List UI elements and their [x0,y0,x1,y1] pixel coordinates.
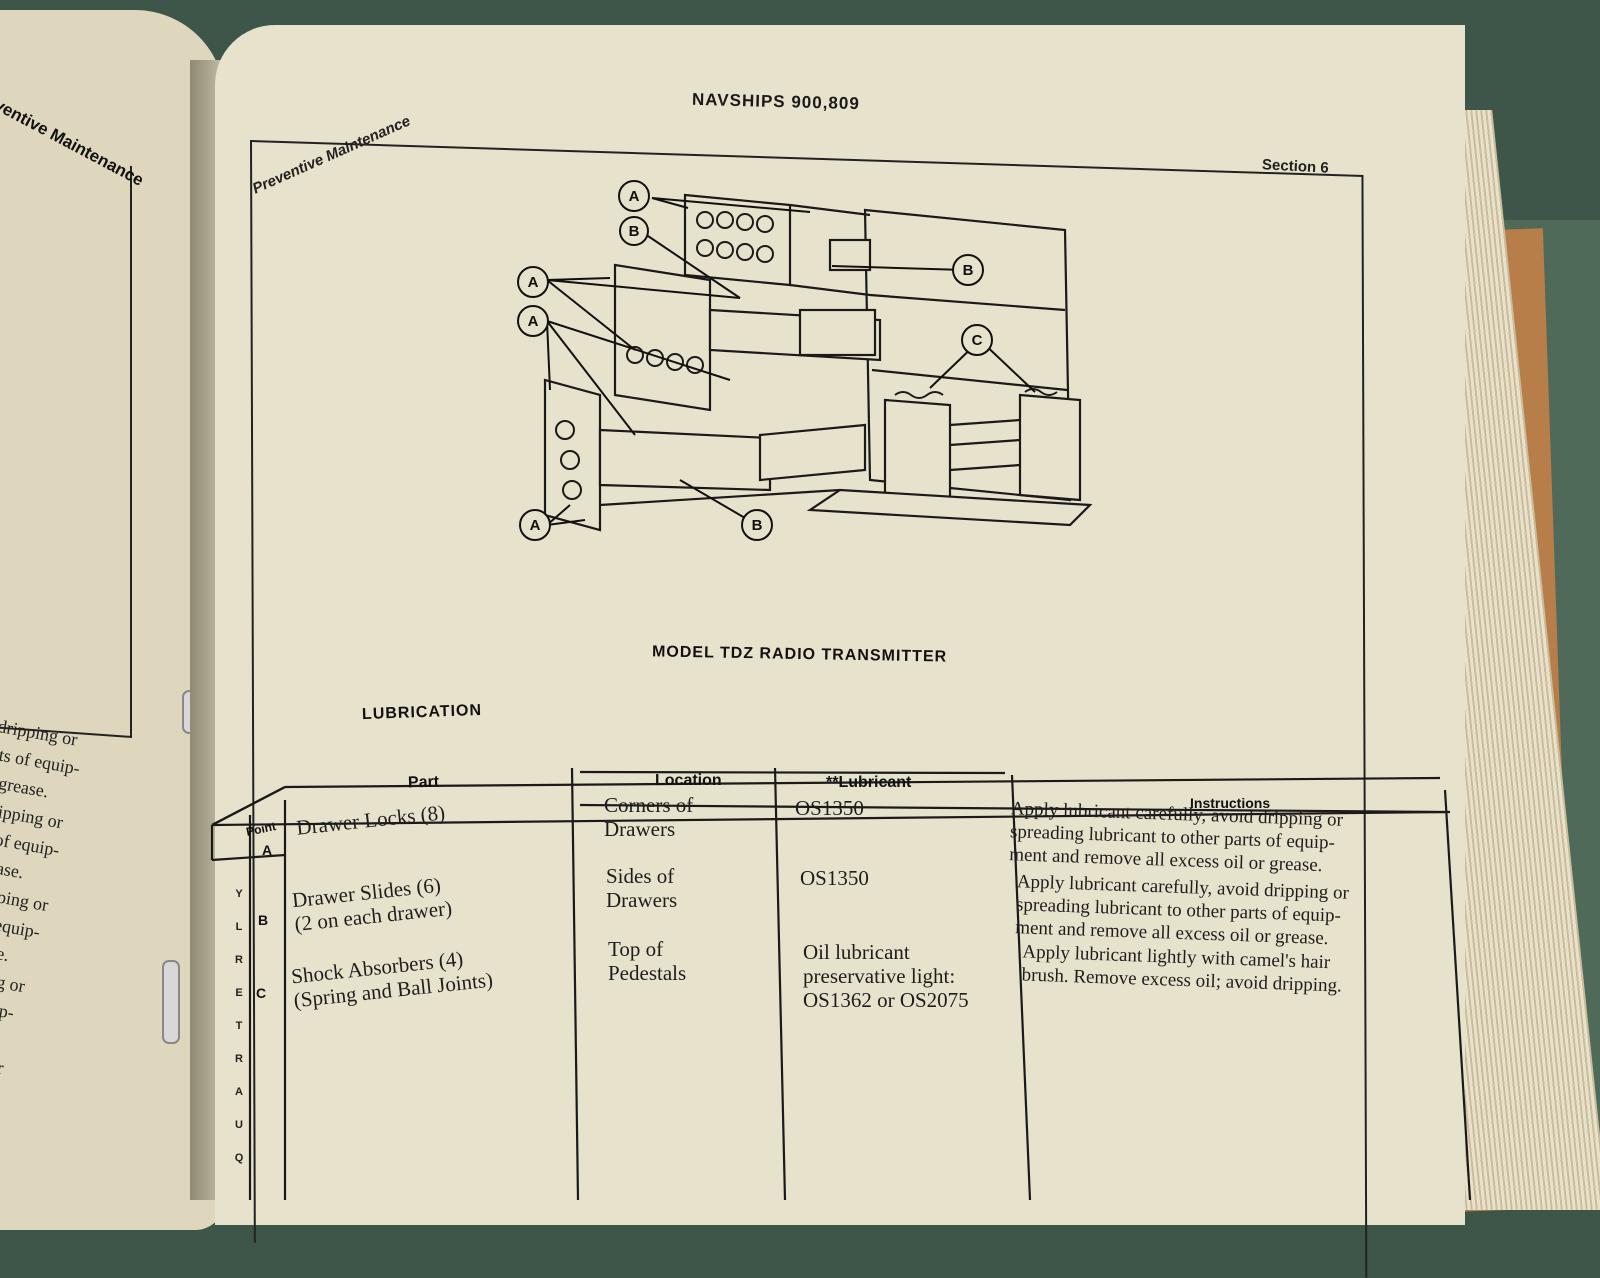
row-lubricant: OS1350 [795,796,864,820]
callout-b [741,509,773,541]
period-label: Y L R E T R A U Q [229,878,249,1175]
row-location-line: Pedestals [608,961,687,985]
right-page [215,25,1465,1225]
callout-label: B [629,223,640,240]
row-lubricant-line: OS1350 [795,796,864,820]
callout-a [517,305,549,337]
binder-ring [162,960,180,1044]
callout-a [517,266,549,298]
callout-label: A [528,274,539,291]
callout-label: A [530,517,541,534]
period-letter: R [235,1053,243,1065]
row-point: B [258,912,269,928]
left-page [0,10,225,1230]
row-location-line: Drawers [604,817,676,841]
header-lubricant: **Lubricant [826,774,912,791]
header-location: Location [655,772,722,789]
row-lubricant-line: OS1350 [800,866,869,890]
row-location-line: Sides of [606,864,675,888]
period-letter: R [235,954,243,966]
row-lubricant-line: Oil lubricant [803,940,910,964]
callout-b [952,254,984,286]
callout-b [619,216,649,246]
bottom-drawer-panel [543,378,602,532]
row-location-line: Corners of [604,793,694,817]
row-lubricant: OS1350 [800,866,869,890]
callout-label: B [963,262,974,279]
header-instructions: Instructions [1190,795,1271,811]
transmitter-diagram: A B A A B C A B [517,180,1093,541]
callout-label: A [629,188,640,205]
row-instructions: Apply lubricant carefully, avoid drippin… [1009,797,1343,878]
table-grid [210,767,1472,1200]
period-letter: A [235,1086,243,1098]
callout-label: B [752,517,763,534]
period-letter: T [235,1020,243,1032]
row-lubricant-line: OS1362 or OS2075 [803,988,969,1012]
period-letter: E [235,987,243,999]
row-location-line: Top of [608,937,664,961]
row-lubricant-line: preservative light: [803,964,956,988]
middle-drawer-panel [613,263,712,412]
period-letter: Q [234,1152,244,1164]
period-letter: L [235,921,243,933]
row-point: C [256,985,267,1001]
row-point: A [262,842,273,858]
lubrication-table: Part Location **Lubricant Instructions P… [210,767,1472,1200]
callout-c [961,324,993,356]
callout-label: A [528,313,539,330]
callout-a [519,509,551,541]
row-instructions: Apply lubricant carefully, avoid drippin… [1015,870,1349,951]
header-part: Part [407,773,440,792]
base-plate [806,488,1093,527]
pedestal [1018,393,1082,502]
callout-label: C [972,332,983,349]
period-letter: Y [235,888,243,900]
callout-a [618,180,650,212]
row-location-line: Drawers [606,888,678,912]
period-letter: U [235,1119,243,1131]
